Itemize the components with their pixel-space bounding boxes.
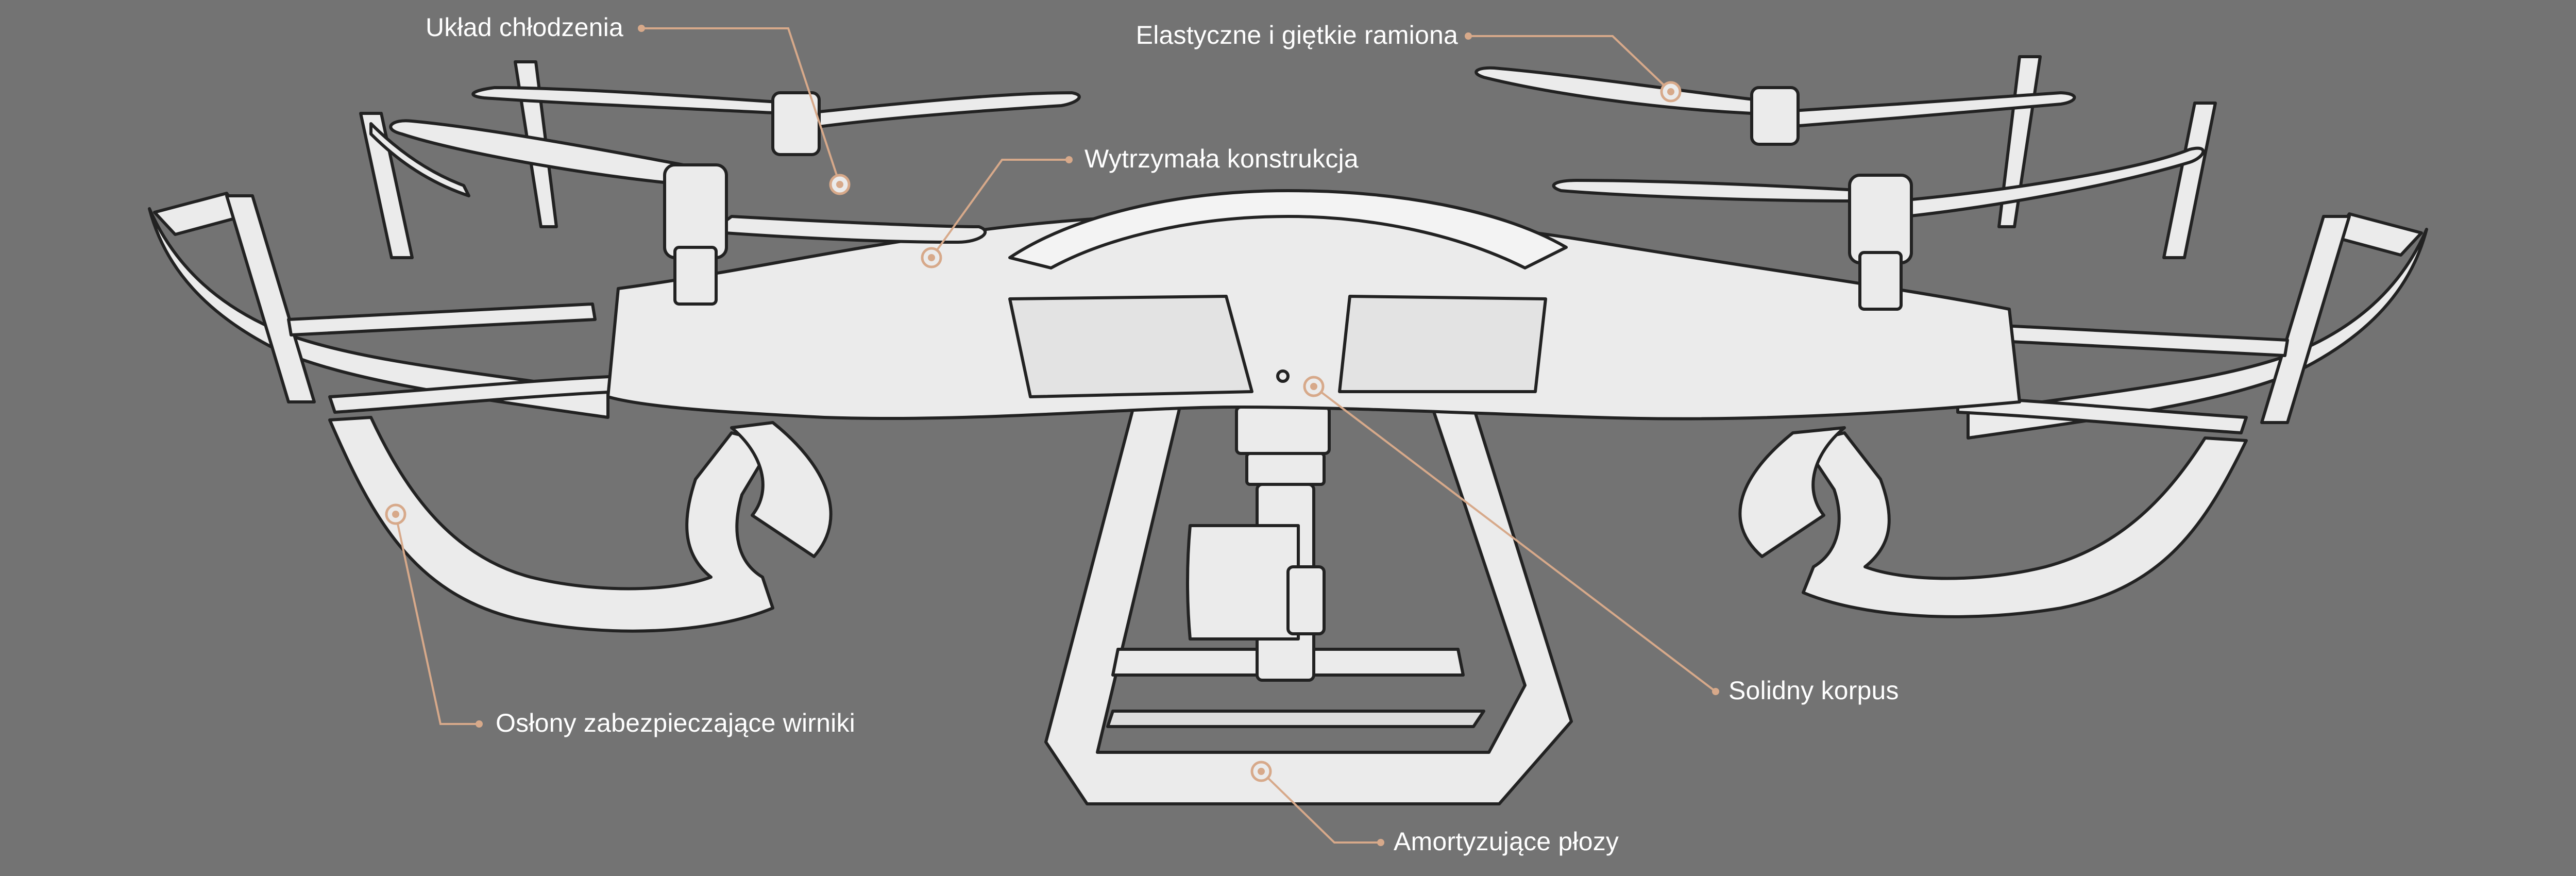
- leader-cooling: [641, 27, 841, 185]
- callout-leaders: [395, 27, 1717, 844]
- label-durable-construction: Wytrzymała konstrukcja: [1084, 144, 1359, 173]
- marker-construction: [921, 247, 942, 268]
- left-rotor-guard: [148, 60, 774, 633]
- leader-construction: [930, 159, 1069, 259]
- propeller-rear-left: [471, 86, 1081, 156]
- marker-arms: [1660, 81, 1682, 103]
- leader-skids: [1260, 770, 1381, 844]
- marker-cooling: [829, 174, 851, 195]
- label-cooling-system: Układ chłodzenia: [426, 13, 623, 42]
- leader-arms: [1468, 35, 1672, 93]
- marker-skids: [1250, 761, 1272, 782]
- camera-gimbal: [1186, 406, 1331, 682]
- propeller-front-left: [389, 119, 987, 306]
- propeller-rear-right: [1475, 66, 2076, 146]
- callout-markers: [385, 81, 1682, 782]
- label-rotor-guards: Osłony zabezpieczające wirniki: [496, 709, 855, 737]
- right-rotor-guard: [1802, 55, 2428, 618]
- label-flexible-arms: Elastyczne i giętkie ramiona: [1136, 21, 1458, 49]
- leader-guards: [395, 514, 479, 725]
- propeller-front-right: [1552, 146, 2205, 311]
- label-shock-skids: Amortyzujące płozy: [1394, 827, 1619, 856]
- leader-body: [1313, 385, 1717, 693]
- drone-body: [606, 189, 2021, 558]
- callout-endpoints: [476, 25, 1719, 846]
- marker-body: [1303, 376, 1325, 397]
- marker-guards: [385, 503, 406, 525]
- label-solid-body: Solidny korpus: [1728, 676, 1899, 705]
